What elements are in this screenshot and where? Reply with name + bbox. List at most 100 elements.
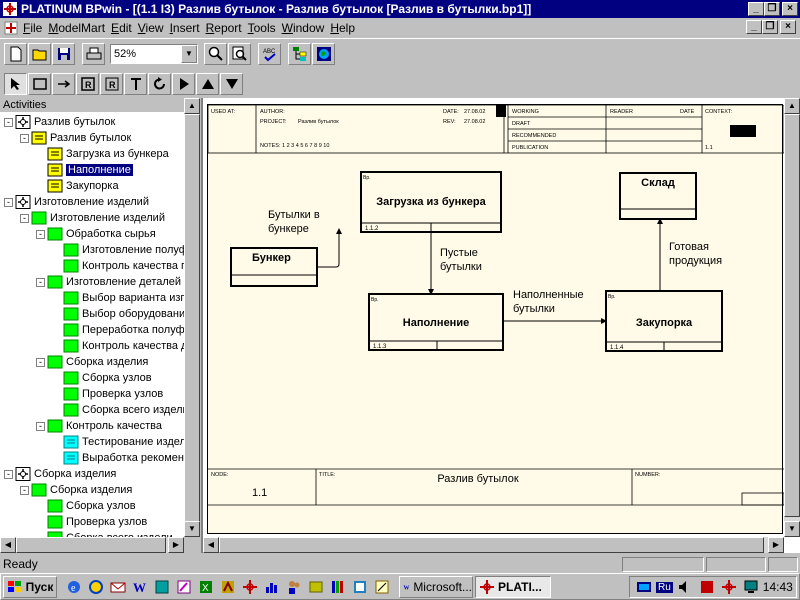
tree-item[interactable]: Контроль качества д (52, 338, 184, 354)
antivirus-icon[interactable] (699, 578, 715, 596)
tree-item[interactable]: Контроль качества п (52, 258, 184, 274)
tree-item[interactable]: -Сборка изделия (36, 354, 148, 370)
scroll-left-icon[interactable]: ◀ (0, 537, 16, 553)
tree-expander-icon[interactable]: - (36, 277, 45, 287)
doc-minimize-button[interactable]: _ (746, 20, 762, 34)
ie-icon[interactable]: e (65, 578, 83, 596)
menu-view[interactable]: View (137, 20, 164, 35)
task-button-platinum[interactable]: PLATI... (475, 575, 551, 598)
tree-item[interactable]: Сборка всего издели (36, 530, 173, 537)
tree-item[interactable]: Тестирование издели (52, 434, 184, 450)
scroll-right-icon[interactable]: ▶ (768, 537, 784, 553)
tree-item[interactable]: -Изготовление изделий (20, 210, 165, 226)
menu-file[interactable]: File (23, 20, 43, 35)
powerpoint-icon[interactable] (175, 578, 193, 596)
network-icon[interactable] (636, 578, 652, 596)
tree-item[interactable]: Закупорка (36, 178, 119, 194)
maximize-button[interactable]: ❐ (764, 2, 780, 16)
tree-item[interactable]: Наполнение (36, 162, 133, 178)
tree-item[interactable]: Проверка узлов (36, 514, 147, 530)
tree-item[interactable]: Загрузка из бункера (36, 146, 169, 162)
mail-icon[interactable] (109, 578, 127, 596)
tools-icon[interactable] (307, 578, 325, 596)
start-button[interactable]: Пуск (3, 575, 57, 598)
tree-expander-icon[interactable]: - (4, 469, 13, 479)
monitor-icon[interactable] (743, 578, 759, 596)
save-button[interactable] (52, 42, 75, 65)
task-button-microsoft[interactable]: W Microsoft... (399, 575, 473, 598)
bpwin-quick-icon[interactable] (241, 578, 259, 596)
tree-item[interactable]: -Изготовление деталей (36, 274, 181, 290)
tree-expander-icon[interactable]: - (4, 117, 13, 127)
menu-insert[interactable]: Insert (169, 20, 200, 35)
scroll-right-icon[interactable]: ▶ (168, 537, 184, 553)
modelmart-button[interactable] (312, 42, 335, 65)
tree-expander-icon[interactable]: - (36, 229, 45, 239)
menu-report[interactable]: Report (205, 20, 242, 35)
tree-item[interactable]: -Разлив бутылок (4, 114, 115, 130)
bpwin-app-icon[interactable] (2, 1, 18, 17)
people-icon[interactable] (285, 578, 303, 596)
chevron-down-icon[interactable]: ▼ (181, 44, 197, 63)
scroll-left-icon[interactable]: ◀ (203, 537, 219, 553)
tree-item[interactable]: Выбор оборудования (52, 306, 184, 322)
activity-box-zagruzka[interactable]: Вр. Загрузка из бункера 1.1.2 (360, 171, 502, 233)
go-down-button[interactable] (220, 72, 243, 95)
doc-restore-button[interactable]: ❐ (762, 20, 778, 34)
scroll-up-icon[interactable]: ▲ (184, 98, 200, 114)
arrow-tool-button[interactable] (52, 72, 75, 95)
spellcheck-button[interactable]: ABC (258, 42, 281, 65)
doc-close-button[interactable]: × (780, 20, 796, 34)
tree-horizontal-scrollbar[interactable]: ◀ ▶ (0, 537, 184, 553)
scroll-thumb[interactable] (184, 114, 200, 524)
open-button[interactable] (28, 42, 51, 65)
activity-box-zakuporka[interactable]: Вр. Закупорка 1.1.4 (605, 290, 723, 352)
tree-item[interactable]: -Изготовление изделий (4, 194, 149, 210)
go-up-button[interactable] (196, 72, 219, 95)
pointer-tool-button[interactable] (4, 72, 27, 95)
rotate-tool-button[interactable] (148, 72, 171, 95)
volume-icon[interactable] (677, 578, 693, 596)
title-bar[interactable]: PLATINUM BPwin - [(1.1 I3) Разлив бутыло… (0, 0, 800, 18)
menu-modelmart[interactable]: ModelMart (48, 20, 106, 35)
tree-expander-icon[interactable]: - (20, 133, 29, 143)
library-icon[interactable] (329, 578, 347, 596)
reference-tool-button[interactable]: R (100, 72, 123, 95)
menu-window[interactable]: Window (281, 20, 325, 35)
scroll-up-icon[interactable]: ▲ (784, 98, 800, 114)
tree-expander-icon[interactable]: - (36, 357, 45, 367)
outlook-icon[interactable] (87, 578, 105, 596)
tree-item[interactable]: Выбор варианта изг (52, 290, 184, 306)
menu-help[interactable]: Help (330, 20, 356, 35)
language-indicator[interactable]: Ru (656, 581, 673, 593)
close-button[interactable]: × (782, 2, 798, 16)
tree-expander-icon[interactable]: - (20, 213, 29, 223)
new-button[interactable] (4, 42, 27, 65)
scroll-thumb-h[interactable] (219, 537, 764, 553)
tree-item[interactable]: -Контроль качества (36, 418, 162, 434)
tree-item[interactable]: Переработка полуфа (52, 322, 184, 338)
squiggle-tool-button[interactable]: R (76, 72, 99, 95)
scroll-thumb[interactable] (784, 114, 800, 517)
chart-app-icon[interactable] (263, 578, 281, 596)
external-box-bunker[interactable]: Бункер (230, 247, 318, 287)
scroll-down-icon[interactable]: ▼ (784, 521, 800, 537)
document-icon[interactable] (3, 20, 19, 36)
book-icon[interactable] (153, 578, 171, 596)
database-icon[interactable] (351, 578, 369, 596)
scroll-down-icon[interactable]: ▼ (184, 521, 200, 537)
tree-item[interactable]: -Разлив бутылок (20, 130, 131, 146)
flow-arrow-bottles-bunker[interactable] (317, 231, 340, 268)
tree-item[interactable]: Проверка узлов (52, 386, 163, 402)
clock[interactable]: 14:43 (762, 580, 793, 594)
text-tool-button[interactable] (124, 72, 147, 95)
notes-icon[interactable] (373, 578, 391, 596)
tree-item[interactable]: Сборка узлов (52, 370, 152, 386)
tree-expander-icon[interactable]: - (4, 197, 13, 207)
bpwin-tray-icon[interactable] (721, 578, 737, 596)
tree-vertical-scrollbar[interactable]: ▲ ▼ (184, 98, 200, 537)
access-icon[interactable] (219, 578, 237, 596)
word-quick-icon[interactable]: W (131, 578, 149, 596)
tree-item[interactable]: Выработка рекомен (52, 450, 184, 466)
zoom-select[interactable]: 52% ▼ (110, 43, 198, 64)
